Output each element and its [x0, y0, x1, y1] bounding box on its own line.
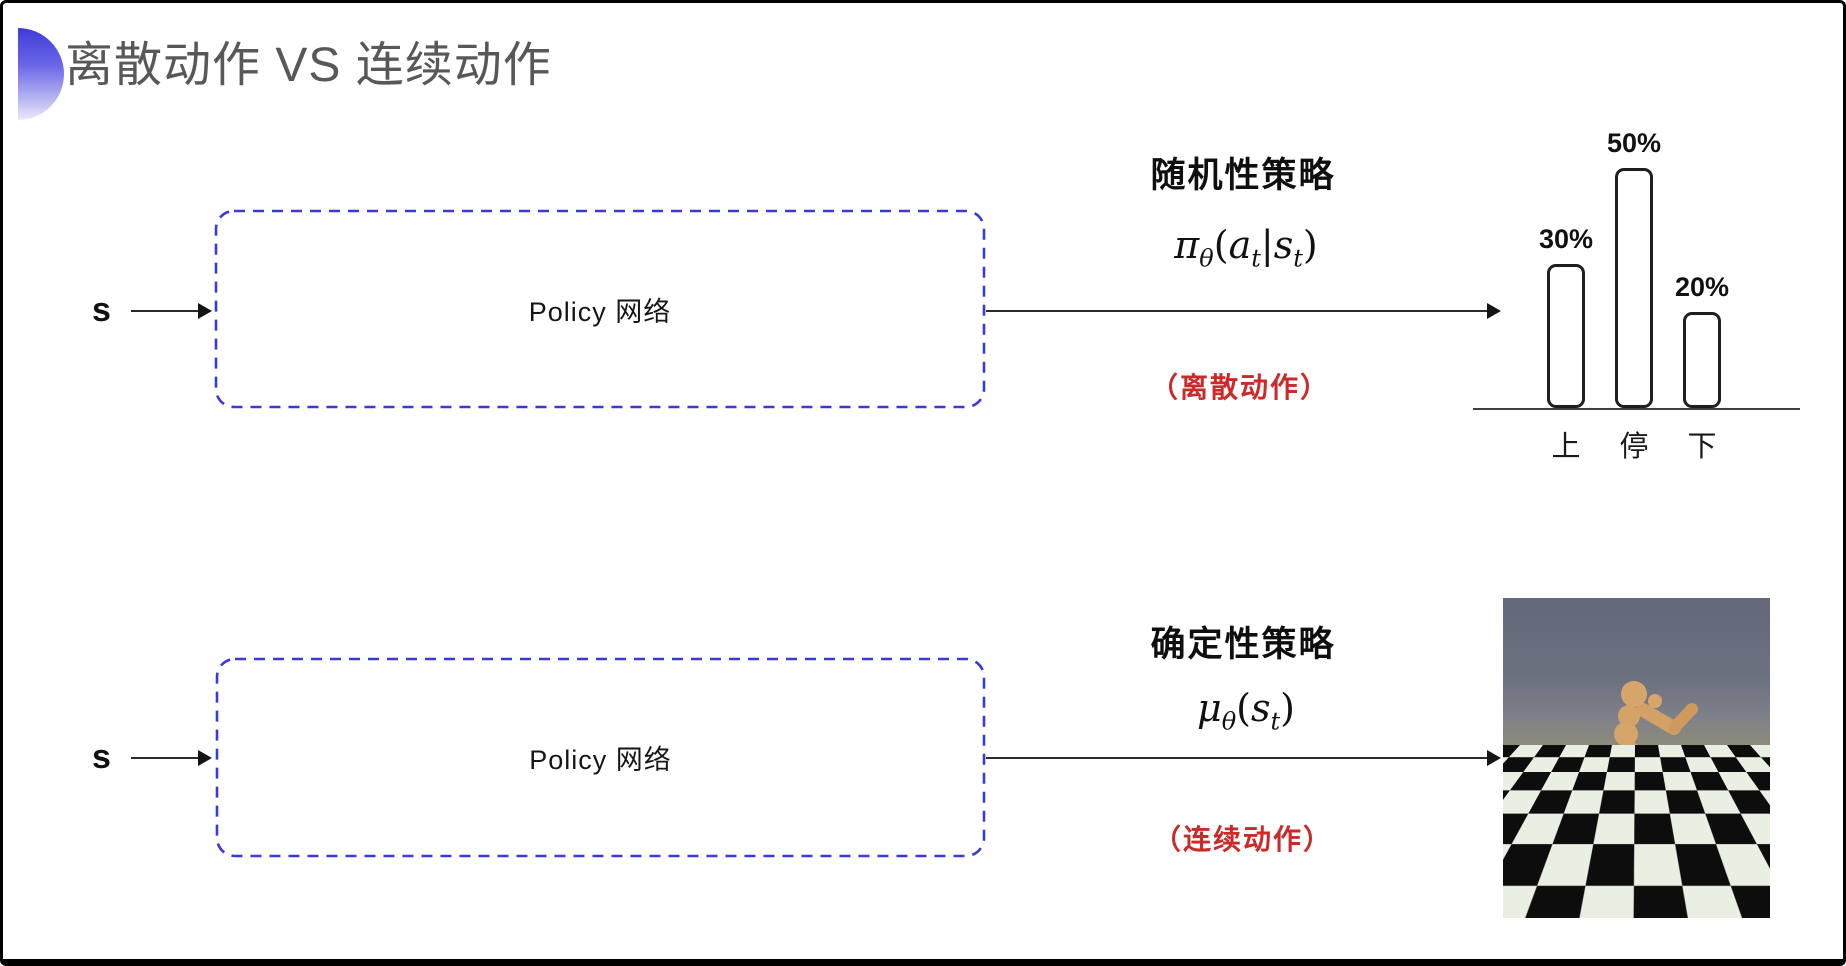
- bar-value-label: 30%: [1538, 224, 1594, 254]
- policy-box-label-top: Policy 网络: [528, 296, 672, 327]
- bar-down: [1683, 312, 1721, 408]
- bar-value-label: 20%: [1674, 272, 1730, 302]
- humanoid-simulation-image: [1503, 598, 1770, 918]
- state-symbol: s: [1273, 223, 1294, 267]
- bar-value-label: 50%: [1606, 128, 1662, 158]
- t-subscript: t: [1251, 244, 1261, 273]
- formula-stochastic-policy: πθ(at|st): [1093, 223, 1399, 273]
- conditional-bar: |: [1260, 223, 1274, 267]
- policy-network-box-top: Policy 网络: [214, 209, 986, 409]
- bar-up: [1547, 264, 1585, 408]
- theta-subscript: θ: [1221, 707, 1237, 736]
- output-arrow-bottom: [986, 750, 1501, 766]
- close-paren: ): [1280, 686, 1295, 730]
- policy-network-box-bottom: Policy 网络: [215, 657, 986, 858]
- policy-type-top: 随机性策略: [1150, 156, 1336, 195]
- chart-axis-line: [1473, 408, 1800, 410]
- policy-box-label-bottom: Policy 网络: [529, 745, 672, 775]
- category-label-up: 上: [1551, 431, 1581, 463]
- bar-column-up: 30%: [1534, 224, 1598, 408]
- policy-type-bottom: 确定性策略: [1150, 625, 1336, 664]
- dashed-border: [214, 209, 986, 409]
- t-subscript: t: [1293, 244, 1303, 273]
- t-subscript: t: [1270, 707, 1281, 736]
- output-arrow-top: [986, 303, 1501, 319]
- note-discrete-action: （离散动作）: [1149, 372, 1330, 403]
- formula-deterministic-policy: μθ(st): [1093, 686, 1399, 736]
- bar-column-down: 20%: [1670, 272, 1734, 408]
- category-label-down: 下: [1687, 431, 1717, 463]
- state-symbol: s: [1250, 686, 1271, 730]
- action-symbol: a: [1228, 223, 1252, 267]
- bar-stop: [1615, 168, 1653, 408]
- accent-halfcircle-icon: [18, 28, 64, 120]
- open-paren: (: [1236, 686, 1251, 730]
- input-arrow-bottom: [131, 750, 212, 766]
- state-input-label-top: s: [92, 291, 111, 329]
- category-label-stop: 停: [1619, 431, 1649, 463]
- state-input-label-bottom: s: [92, 738, 111, 776]
- open-paren: (: [1213, 223, 1229, 267]
- humanoid-robot-figure: [1563, 681, 1698, 910]
- note-continuous-action: （连续动作）: [1152, 824, 1333, 855]
- dashed-border: [215, 657, 986, 858]
- pi-symbol: π: [1174, 223, 1200, 267]
- input-arrow-top: [131, 303, 212, 319]
- page-title: 离散动作 VS 连续动作: [65, 39, 552, 92]
- close-paren: ): [1302, 223, 1318, 267]
- mu-symbol: μ: [1197, 686, 1222, 730]
- bar-column-stop: 50%: [1602, 128, 1666, 408]
- theta-subscript: θ: [1199, 244, 1214, 273]
